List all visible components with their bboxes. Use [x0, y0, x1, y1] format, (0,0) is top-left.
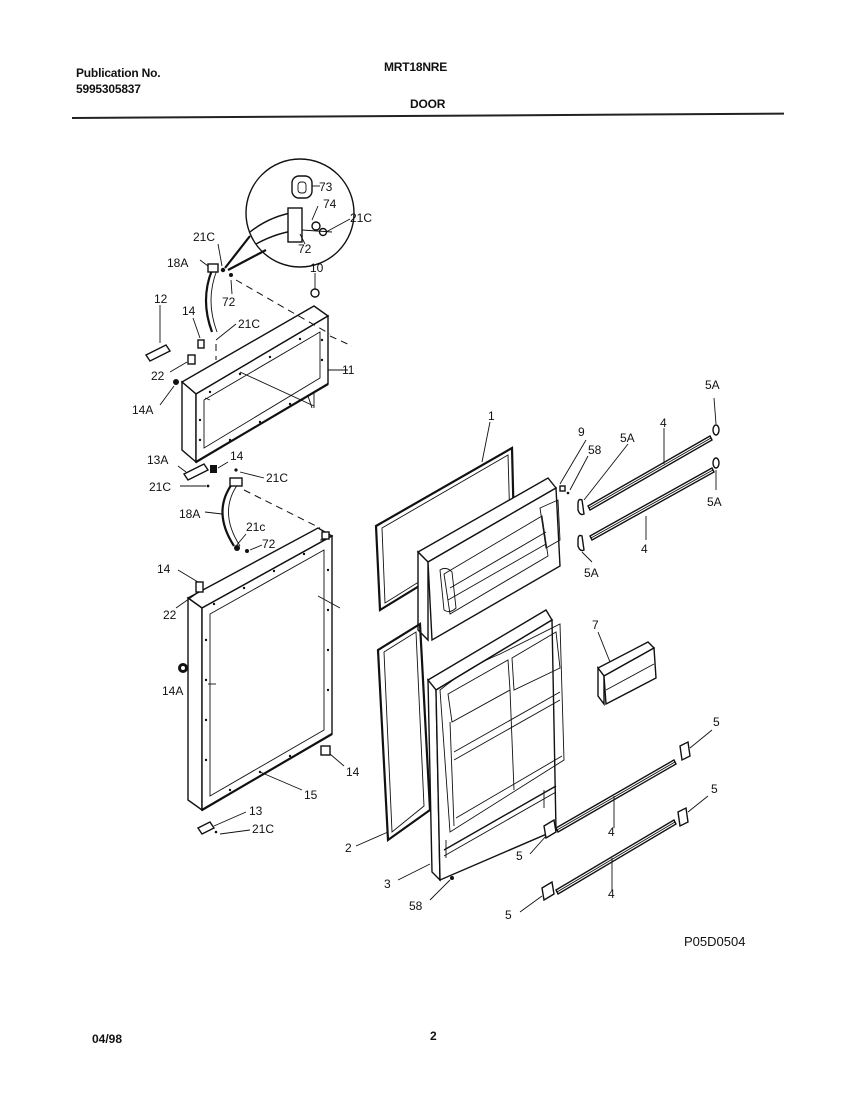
callout-labels: 73 74 21C 72 21C 18A 72 10 12 14 21C 22 … [132, 180, 722, 922]
callout-21c: 21C [252, 822, 274, 836]
callout-5a: 5A [707, 495, 722, 509]
model-number: MRT18NRE [384, 60, 448, 74]
callout-4: 4 [608, 887, 615, 901]
callout-18a: 18A [167, 256, 188, 270]
publication-number: 5995305837 [76, 82, 141, 96]
callout-2: 2 [345, 841, 352, 855]
callout-14: 14 [182, 304, 196, 318]
fresh-food-inner-door-panel [397, 609, 565, 901]
callout-5: 5 [516, 849, 523, 863]
callout-3: 3 [384, 877, 391, 891]
callout-4: 4 [641, 542, 648, 556]
callout-58: 58 [409, 899, 423, 913]
middle-hinge-hardware [177, 461, 321, 553]
freezer-hinge-cable [144, 243, 353, 408]
callout-15: 15 [304, 788, 318, 802]
callout-12: 12 [154, 292, 168, 306]
callout-13a: 13A [147, 453, 168, 467]
callout-11: 11 [342, 363, 355, 377]
freezer-shelf-rails [577, 397, 720, 563]
callout-21c: 21C [350, 211, 372, 225]
callout-7: 7 [592, 618, 599, 632]
callout-5a: 5A [705, 378, 720, 392]
callout-14: 14 [346, 765, 360, 779]
section-title: DOOR [410, 97, 446, 111]
callout-18a: 18A [179, 507, 200, 521]
publication-label: Publication No. [76, 66, 161, 80]
fresh-food-door-liner [175, 527, 345, 812]
callout-72: 72 [262, 537, 276, 551]
callout-14: 14 [230, 449, 244, 463]
revision-date: 04/98 [92, 1032, 123, 1046]
callout-5a: 5A [620, 431, 635, 445]
callout-10: 10 [310, 261, 324, 275]
hinge-detail-inset [224, 158, 355, 271]
callout-4: 4 [608, 825, 615, 839]
freezer-door-liner [180, 305, 330, 464]
callout-1: 1 [488, 409, 495, 423]
callout-72: 72 [298, 242, 312, 256]
callout-74: 74 [323, 197, 337, 211]
bottom-hinge-hardware [196, 811, 251, 835]
callout-21c: 21C [238, 317, 260, 331]
fresh-food-shelf-rails [519, 729, 713, 913]
callout-14: 14 [157, 562, 171, 576]
callout-72: 72 [222, 295, 236, 309]
callout-22: 22 [151, 369, 165, 383]
callout-21c: 21c [246, 520, 265, 534]
callout-21c: 21C [193, 230, 215, 244]
fresh-food-gasket [355, 622, 432, 847]
callout-5: 5 [505, 908, 512, 922]
page-number: 2 [430, 1029, 437, 1043]
callout-14a: 14A [162, 684, 183, 698]
callout-5: 5 [713, 715, 720, 729]
callout-73: 73 [319, 180, 333, 194]
callout-21c: 21C [266, 471, 288, 485]
callout-5: 5 [711, 782, 718, 796]
callout-21c: 21C [149, 480, 171, 494]
drawing-id: P05D0504 [684, 934, 746, 949]
callout-13: 13 [249, 804, 263, 818]
dairy-door-bin [596, 631, 657, 707]
callout-5a: 5A [584, 566, 599, 580]
callout-14a: 14A [132, 403, 153, 417]
callout-9: 9 [578, 425, 585, 439]
callout-58: 58 [588, 443, 602, 457]
callout-4: 4 [660, 416, 667, 430]
freezer-inner-door-panel [416, 439, 589, 642]
callout-22: 22 [163, 608, 177, 622]
